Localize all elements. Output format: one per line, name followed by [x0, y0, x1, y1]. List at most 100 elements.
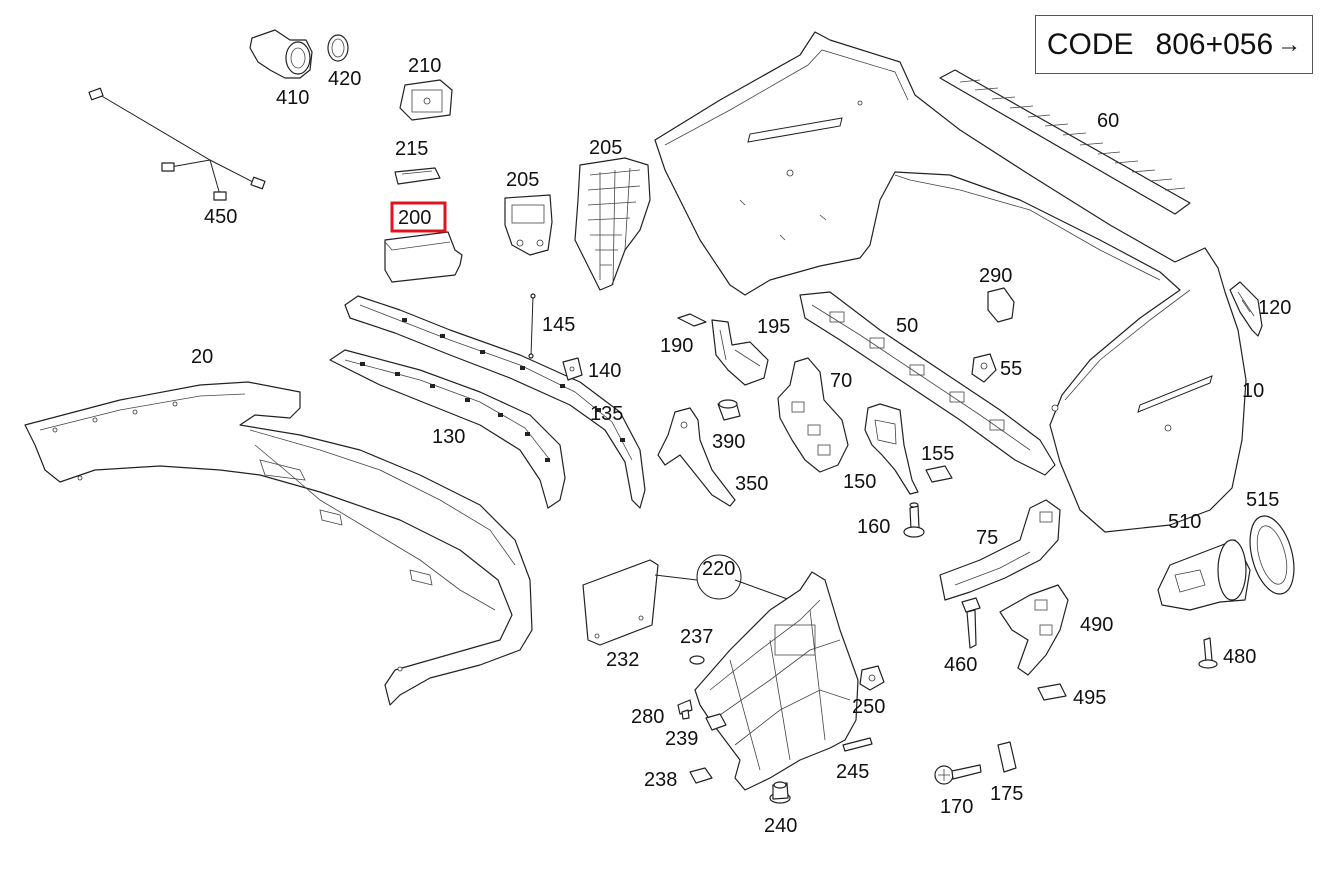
reflector-part-120: [1229, 281, 1263, 337]
label-120: 120: [1258, 297, 1291, 319]
label-145: 145: [542, 314, 575, 336]
bracket-part-350: [657, 407, 736, 507]
module-part-215: [394, 167, 441, 185]
label-60: 60: [1097, 110, 1119, 132]
bracket-part-150: [864, 403, 919, 495]
label-490: 490: [1080, 614, 1113, 636]
label-195: 195: [757, 316, 790, 338]
screw-part-480: [1198, 637, 1218, 669]
bracket-part-75: [939, 499, 1061, 601]
label-480: 480: [1223, 646, 1256, 668]
trim-strip-part-135: [344, 295, 646, 509]
clip-part-239: [705, 713, 727, 731]
label-210: 210: [408, 55, 441, 77]
label-240: 240: [764, 815, 797, 837]
label-200: 200: [398, 207, 431, 229]
clip-part-495: [1037, 683, 1067, 701]
trim-strip-part-130: [329, 349, 566, 509]
ring-part-420: [327, 34, 349, 62]
label-238: 238: [644, 769, 677, 791]
screw-part-170: [934, 764, 982, 785]
bracket-part-490: [999, 584, 1069, 676]
label-175: 175: [990, 783, 1023, 805]
washer-part-237: [689, 655, 705, 665]
clip-part-190: [677, 313, 707, 327]
label-450: 450: [204, 206, 237, 228]
exhaust-ring-part-515: [1249, 515, 1295, 595]
label-140: 140: [588, 360, 621, 382]
code-value: 806+056: [1155, 27, 1274, 61]
label-55: 55: [1000, 358, 1022, 380]
label-390: 390: [712, 431, 745, 453]
label-250: 250: [852, 696, 885, 718]
leader-220-232: [654, 574, 698, 581]
nut-part-390: [717, 399, 741, 421]
label-495: 495: [1073, 687, 1106, 709]
nut-part-250: [859, 665, 885, 691]
label-160: 160: [857, 516, 890, 538]
label-410: 410: [276, 87, 309, 109]
bracket-part-205-right: [574, 157, 651, 291]
bracket-part-220: [694, 571, 859, 791]
screw-part-280: [677, 699, 693, 720]
bumper-cover-part-10: [654, 31, 1247, 533]
clip-part-238: [689, 767, 713, 784]
label-350: 350: [735, 473, 768, 495]
highlight-box-200: [390, 201, 447, 233]
control-unit-part-200: [384, 231, 463, 283]
code-label: CODE: [1046, 27, 1134, 61]
grille-strip-part-60: [939, 69, 1191, 215]
label-20: 20: [191, 346, 213, 368]
label-50: 50: [896, 315, 918, 337]
label-237: 237: [680, 626, 713, 648]
lower-bumper-part-20: [24, 381, 533, 706]
code-box: CODE 806+056 →: [1035, 15, 1313, 74]
label-205-left: 205: [506, 169, 539, 191]
label-155: 155: [921, 443, 954, 465]
sensor-part-410: [249, 29, 313, 79]
label-280: 280: [631, 706, 664, 728]
label-170: 170: [940, 796, 973, 818]
label-205-right: 205: [589, 137, 622, 159]
cover-plate-part-232: [582, 559, 659, 646]
support-bracket-part-50: [799, 291, 1056, 476]
callout-circle-220: [696, 554, 742, 600]
bracket-part-205-left: [504, 194, 553, 256]
arrow-right-icon: →: [1277, 30, 1302, 58]
clip-part-140: [562, 357, 583, 381]
clip-part-290: [987, 287, 1015, 323]
nut-part-55: [971, 353, 997, 383]
wiring-harness-part-450: [88, 87, 266, 201]
exhaust-trim-part-510: [1157, 539, 1251, 611]
label-150: 150: [843, 471, 876, 493]
label-290: 290: [979, 265, 1012, 287]
label-510: 510: [1168, 511, 1201, 533]
part-labels: 10 20 50 55 60 70 75 120 130 135 140 145…: [191, 55, 1291, 837]
leader-220-bracket: [734, 579, 791, 601]
bracket-part-70: [777, 357, 849, 473]
clip-part-245: [842, 737, 873, 752]
label-232: 232: [606, 649, 639, 671]
label-130: 130: [432, 426, 465, 448]
rivet-part-460: [961, 597, 981, 649]
label-75: 75: [976, 527, 998, 549]
clip-part-175: [997, 741, 1017, 773]
clip-part-155: [925, 465, 953, 483]
label-515: 515: [1246, 489, 1279, 511]
label-420: 420: [328, 68, 361, 90]
label-70: 70: [830, 370, 852, 392]
label-239: 239: [665, 728, 698, 750]
plate-part-210: [399, 79, 453, 121]
nut-part-240: [769, 781, 791, 804]
rod-part-145: [528, 293, 536, 359]
label-460: 460: [944, 654, 977, 676]
label-245: 245: [836, 761, 869, 783]
label-135: 135: [590, 403, 623, 425]
screw-part-160: [903, 502, 925, 538]
label-10: 10: [1242, 380, 1264, 402]
label-215: 215: [395, 138, 428, 160]
label-220: 220: [702, 558, 735, 580]
label-190: 190: [660, 335, 693, 357]
